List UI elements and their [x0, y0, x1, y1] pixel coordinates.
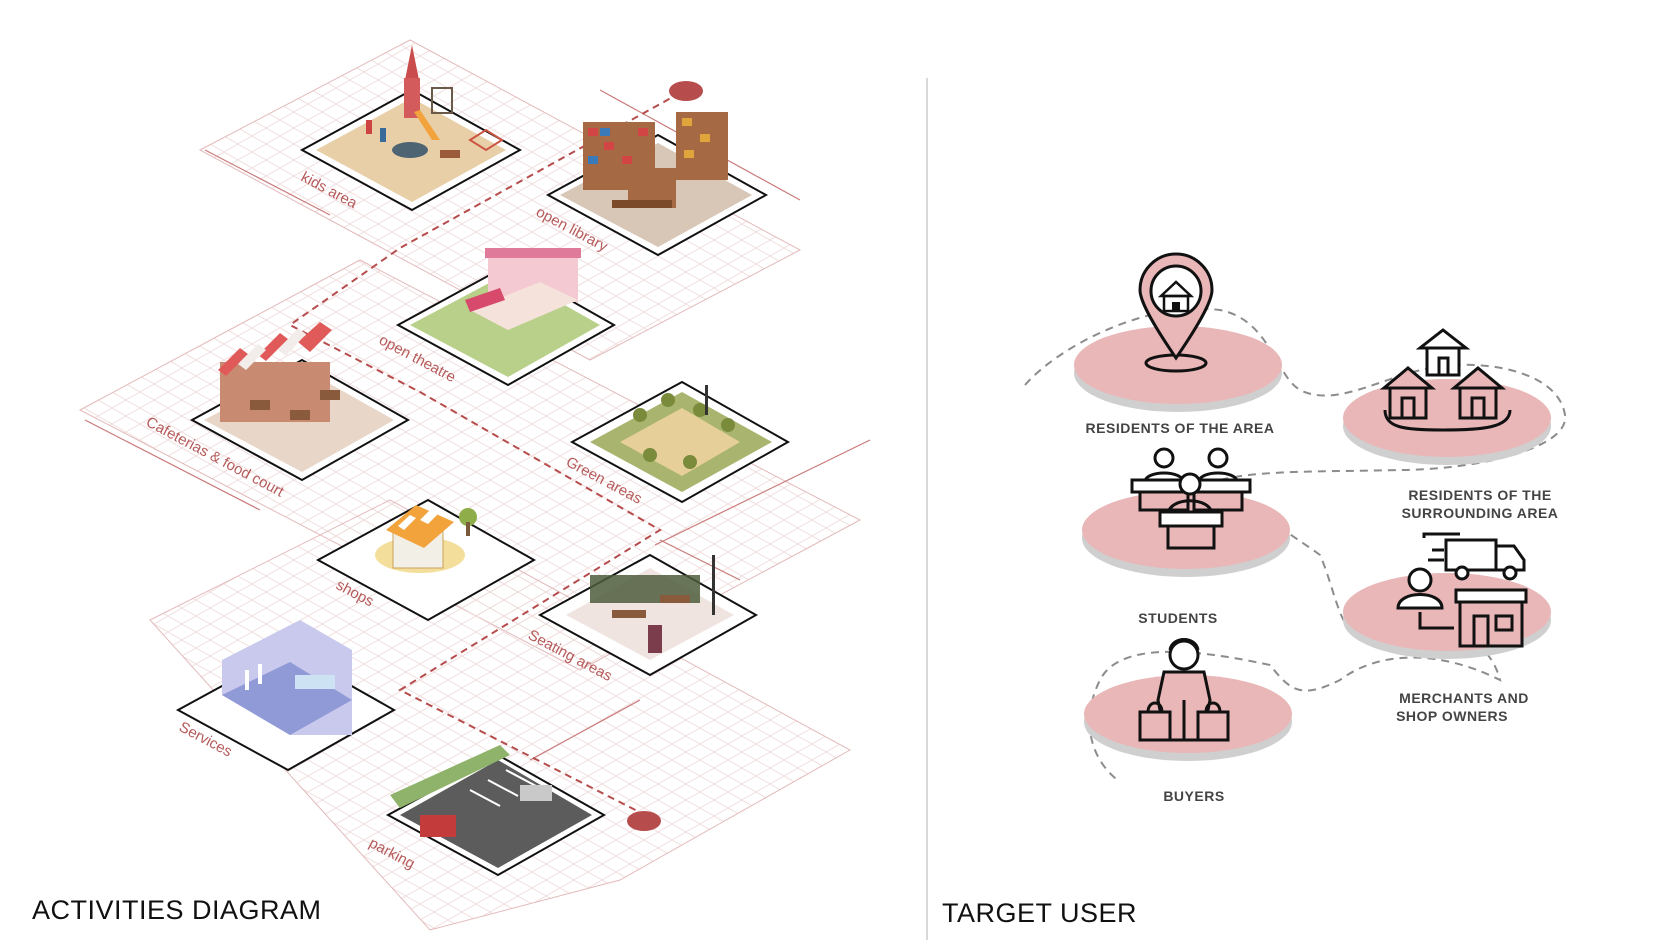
label-merchants-line2: SHOP OWNERS: [1396, 708, 1508, 724]
path-end-node: [627, 811, 661, 831]
target-user-title: TARGET USER: [942, 898, 1138, 928]
location-home-icon: [1138, 252, 1214, 373]
user-merchants: MERCHANTS AND SHOP OWNERS: [1343, 532, 1551, 724]
grid-band-bottom: [149, 499, 852, 931]
tile-shops: shops: [315, 498, 537, 622]
merchant-truck-shop-icon: [1396, 532, 1528, 648]
label-surrounding-line1: RESIDENTS OF THE: [1408, 487, 1551, 503]
path-start-node: [669, 81, 703, 101]
user-surrounding-area: RESIDENTS OF THE SURROUNDING AREA: [1343, 328, 1559, 521]
activities-diagram-title: ACTIVITIES DIAGRAM: [32, 895, 322, 925]
user-disc: [1074, 326, 1282, 404]
tile-services: Services: [175, 620, 397, 772]
user-residents-area: RESIDENTS OF THE AREA: [1074, 252, 1282, 436]
user-disc: [1343, 379, 1551, 457]
user-buyers: BUYERS: [1084, 638, 1292, 804]
houses-icon: [1379, 328, 1512, 432]
target-panel: RESIDENTS OF THE AREA RESIDENTS OF THE S…: [1024, 252, 1567, 804]
grid-band-top: [198, 39, 802, 361]
activities-panel: kids area open library open theatre: [78, 39, 871, 931]
label-residents-area: RESIDENTS OF THE AREA: [1086, 420, 1275, 436]
activity-path: [288, 81, 703, 831]
guide-lines: [84, 89, 871, 761]
user-students: STUDENTS: [1082, 447, 1290, 626]
label-surrounding-line2: SURROUNDING AREA: [1402, 505, 1559, 521]
students-icon: [1130, 447, 1252, 550]
buyer-shopping-bags-icon: [1138, 638, 1230, 742]
label-students: STUDENTS: [1138, 610, 1217, 626]
label-merchants-line1: MERCHANTS AND: [1399, 690, 1529, 706]
label-buyers: BUYERS: [1163, 788, 1224, 804]
